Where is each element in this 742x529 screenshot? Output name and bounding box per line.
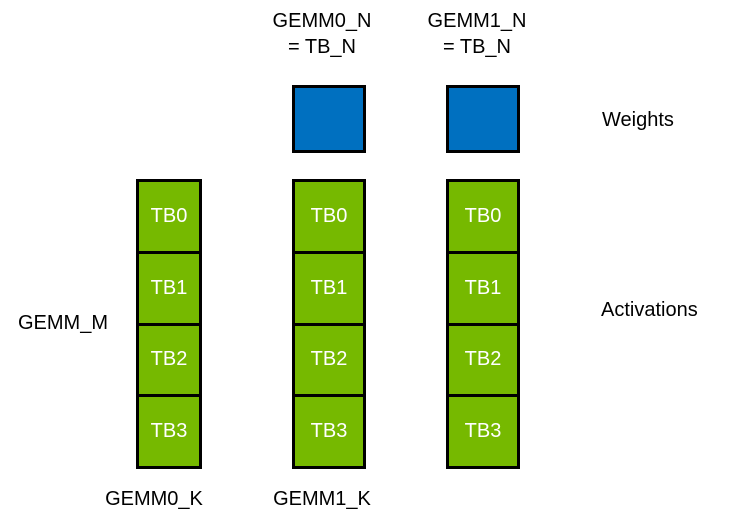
thread-block-tb1: TB1 <box>446 250 520 326</box>
thread-block-tb0: TB0 <box>136 179 202 254</box>
thread-block-tb2: TB2 <box>136 322 202 398</box>
gemm-m-label: GEMM_M <box>18 312 108 334</box>
gemm1-n-line1: GEMM1_N <box>427 10 527 32</box>
gemm1-n-line2: = TB_N <box>443 36 511 58</box>
thread-block-tb0: TB0 <box>292 179 366 254</box>
gemm0-weights-tile <box>292 85 366 153</box>
thread-block-tb1: TB1 <box>136 250 202 326</box>
gemm0-k-label: GEMM0_K <box>105 488 203 510</box>
thread-block-tb1: TB1 <box>292 250 366 326</box>
gemm1-weights-tile <box>446 85 520 153</box>
gemm1-activations-column-a: TB0 TB1 TB2 TB3 <box>292 179 366 469</box>
thread-block-tb3: TB3 <box>292 394 366 469</box>
thread-block-tb2: TB2 <box>292 322 366 398</box>
weights-label: Weights <box>602 109 674 131</box>
gemm1-k-label: GEMM1_K <box>273 488 371 510</box>
gemm1-n-label: GEMM1_N = TB_N <box>407 8 547 60</box>
gemm1-activations-column-b: TB0 TB1 TB2 TB3 <box>446 179 520 469</box>
thread-block-tb0: TB0 <box>446 179 520 254</box>
thread-block-tb2: TB2 <box>446 322 520 398</box>
gemm0-n-line2: = TB_N <box>288 36 356 58</box>
thread-block-tb3: TB3 <box>446 394 520 469</box>
activations-label: Activations <box>601 299 698 321</box>
gemm0-n-label: GEMM0_N = TB_N <box>252 8 392 60</box>
gemm0-activations-column: TB0 TB1 TB2 TB3 <box>136 179 202 469</box>
gemm0-n-line1: GEMM0_N <box>272 10 372 32</box>
thread-block-tb3: TB3 <box>136 394 202 469</box>
